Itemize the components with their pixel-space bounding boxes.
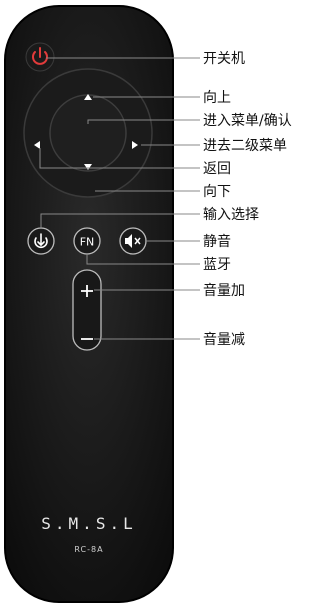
label-up: 向上 xyxy=(203,90,231,106)
label-back: 返回 xyxy=(203,161,231,177)
arrow-right-icon[interactable] xyxy=(132,141,138,149)
mute-icon xyxy=(125,234,141,248)
label-mute: 静音 xyxy=(203,234,231,250)
arrow-up-icon[interactable] xyxy=(84,94,92,100)
arrow-down-icon[interactable] xyxy=(84,164,92,170)
label-input-select: 输入选择 xyxy=(203,207,259,223)
volume-rocker[interactable] xyxy=(72,269,102,351)
fn-button[interactable]: FN xyxy=(73,227,101,255)
label-volume-down: 音量减 xyxy=(203,332,245,348)
label-power: 开关机 xyxy=(203,51,245,67)
ok-button[interactable] xyxy=(49,94,127,172)
arrow-left-icon[interactable] xyxy=(34,141,40,149)
plus-icon[interactable] xyxy=(81,285,93,297)
label-next-menu: 进去二级菜单 xyxy=(203,138,287,154)
brand-logo: S.M.S.L xyxy=(41,514,137,533)
label-down: 向下 xyxy=(203,184,231,200)
dpad xyxy=(23,68,153,198)
power-button[interactable] xyxy=(25,42,55,72)
mute-button[interactable] xyxy=(119,227,147,255)
callout-lines xyxy=(39,57,200,340)
label-bluetooth: 蓝牙 xyxy=(203,257,231,273)
input-icon xyxy=(34,233,48,249)
model-label: RC-8A xyxy=(74,545,104,554)
power-icon xyxy=(32,47,48,65)
input-select-button[interactable] xyxy=(27,227,55,255)
label-enter-menu: 进入菜单/确认 xyxy=(203,113,292,129)
label-volume-up: 音量加 xyxy=(203,283,245,299)
fn-label: FN xyxy=(80,236,95,249)
